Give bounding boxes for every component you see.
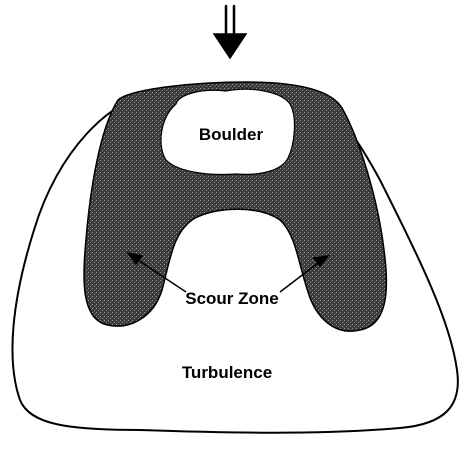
turbulence-label: Turbulence	[182, 363, 272, 382]
scour-zone-label: Scour Zone	[185, 289, 279, 308]
boulder-label: Boulder	[199, 125, 264, 144]
double-down-arrow-icon	[214, 6, 246, 58]
